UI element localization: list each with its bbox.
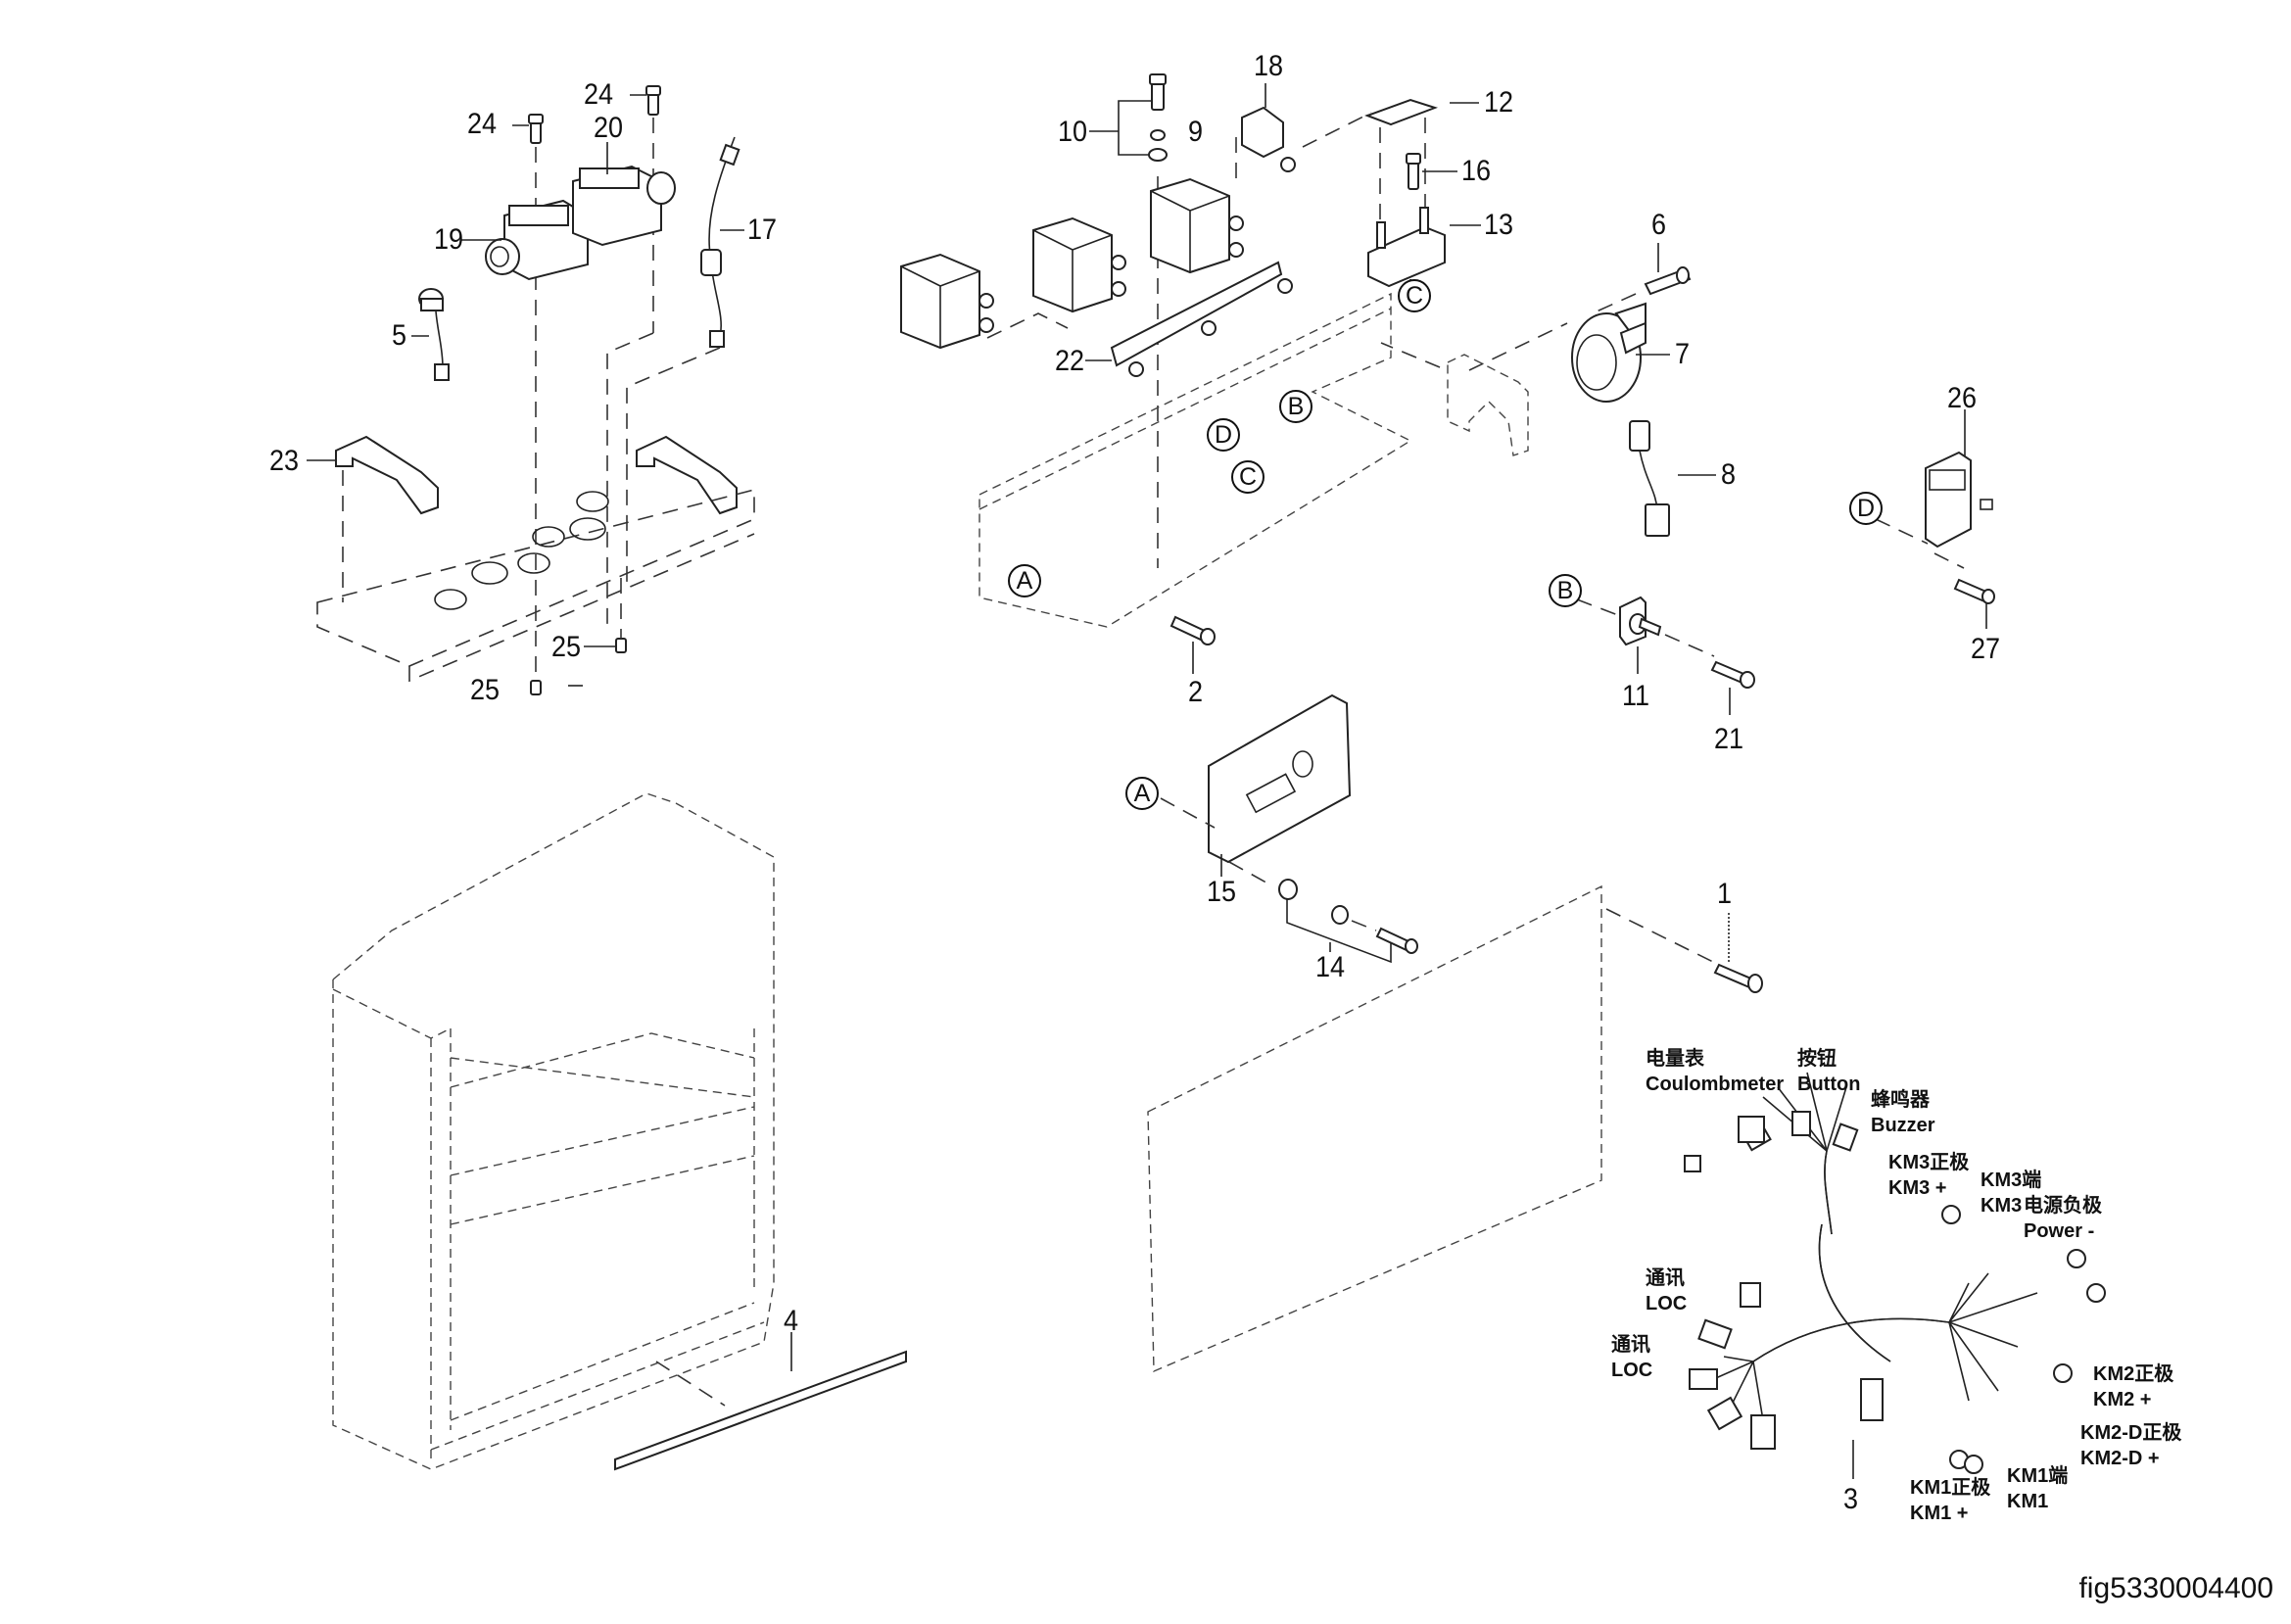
handle-23-right <box>636 435 738 515</box>
front-cover <box>1147 884 1602 1373</box>
screw-16 <box>1406 153 1421 190</box>
cable-17 <box>700 136 740 348</box>
callout-27: 27 <box>1971 633 2001 665</box>
callout-5: 5 <box>392 319 407 352</box>
ref-marker-a-controller: A <box>1125 777 1159 810</box>
ref-marker-b-socket: B <box>1549 574 1582 607</box>
callout-26: 26 <box>1947 382 1978 414</box>
callout-24-left: 24 <box>467 108 498 140</box>
screw-25-left <box>530 680 542 695</box>
ref-marker-c-top: C <box>1398 279 1431 312</box>
callout-13: 13 <box>1484 209 1514 241</box>
bolt-21 <box>1710 660 1755 689</box>
bus-bar-22 <box>1110 261 1293 377</box>
screw-25-right <box>615 638 627 653</box>
callout-18: 18 <box>1254 50 1284 82</box>
bracket-sensor <box>1447 354 1529 456</box>
ref-marker-a-plate: A <box>1008 564 1041 597</box>
callout-14: 14 <box>1315 951 1346 983</box>
callout-17: 17 <box>747 214 778 246</box>
contactor-left <box>900 253 994 350</box>
connector-block-20 <box>572 165 676 247</box>
contactor-middle <box>1032 216 1126 313</box>
callout-1: 1 <box>1717 878 1733 910</box>
bolt-27 <box>1953 578 1995 604</box>
callout-3: 3 <box>1843 1483 1859 1515</box>
callout-25-right: 25 <box>551 631 582 663</box>
mounting-plate <box>978 292 1412 628</box>
sensor-lead-8 <box>1629 420 1670 537</box>
callout-21: 21 <box>1714 723 1744 755</box>
housing <box>332 792 775 1470</box>
current-sensor-7 <box>1571 302 1647 403</box>
callout-20: 20 <box>594 112 624 144</box>
controller-15 <box>1208 693 1352 864</box>
bolt-2 <box>1169 615 1216 645</box>
connector-block-19 <box>485 199 589 281</box>
handle-23-left <box>335 435 439 515</box>
ref-marker-c-plate: C <box>1231 460 1265 494</box>
callout-10: 10 <box>1058 116 1088 148</box>
fuse-holder-13 <box>1367 207 1446 288</box>
callout-22: 22 <box>1055 345 1085 377</box>
figure-id: fig5330004400 <box>2078 1572 2273 1604</box>
fuse-12 <box>1364 98 1439 126</box>
tray-plate <box>316 488 755 683</box>
callout-25-left: 25 <box>470 674 501 706</box>
socket-11 <box>1619 596 1662 646</box>
bolt-14 <box>1375 927 1418 954</box>
washer-14b <box>1331 905 1349 925</box>
callout-4: 4 <box>784 1305 799 1337</box>
callout-7: 7 <box>1675 338 1691 370</box>
button-5 <box>418 288 450 381</box>
bolt-1 <box>1713 963 1763 993</box>
callout-19: 19 <box>434 223 464 256</box>
callout-6: 6 <box>1651 209 1667 241</box>
callout-12: 12 <box>1484 86 1514 119</box>
contactor-9 <box>1150 177 1244 274</box>
insulating-sheet-4 <box>614 1350 907 1471</box>
ref-marker-d-plate: D <box>1207 418 1240 452</box>
washer-14a <box>1278 879 1298 900</box>
callout-15: 15 <box>1207 876 1237 908</box>
ref-marker-b-plate: B <box>1279 390 1313 423</box>
screw-24-right <box>645 85 661 116</box>
screw-set-10 <box>1089 73 1168 162</box>
harness-3 <box>1684 1072 2106 1474</box>
coulombmeter-26 <box>1925 451 1993 549</box>
bracket-18 <box>1241 106 1296 172</box>
ref-marker-d-module: D <box>1849 492 1883 525</box>
bolt-6 <box>1644 266 1692 296</box>
callout-11: 11 <box>1622 680 1650 712</box>
screw-24-left <box>528 114 544 144</box>
callout-16: 16 <box>1461 155 1492 187</box>
callout-8: 8 <box>1721 458 1737 491</box>
callout-2: 2 <box>1188 676 1204 708</box>
callout-23: 23 <box>269 445 300 477</box>
callout-9: 9 <box>1188 116 1204 148</box>
callout-24-right: 24 <box>584 78 614 111</box>
